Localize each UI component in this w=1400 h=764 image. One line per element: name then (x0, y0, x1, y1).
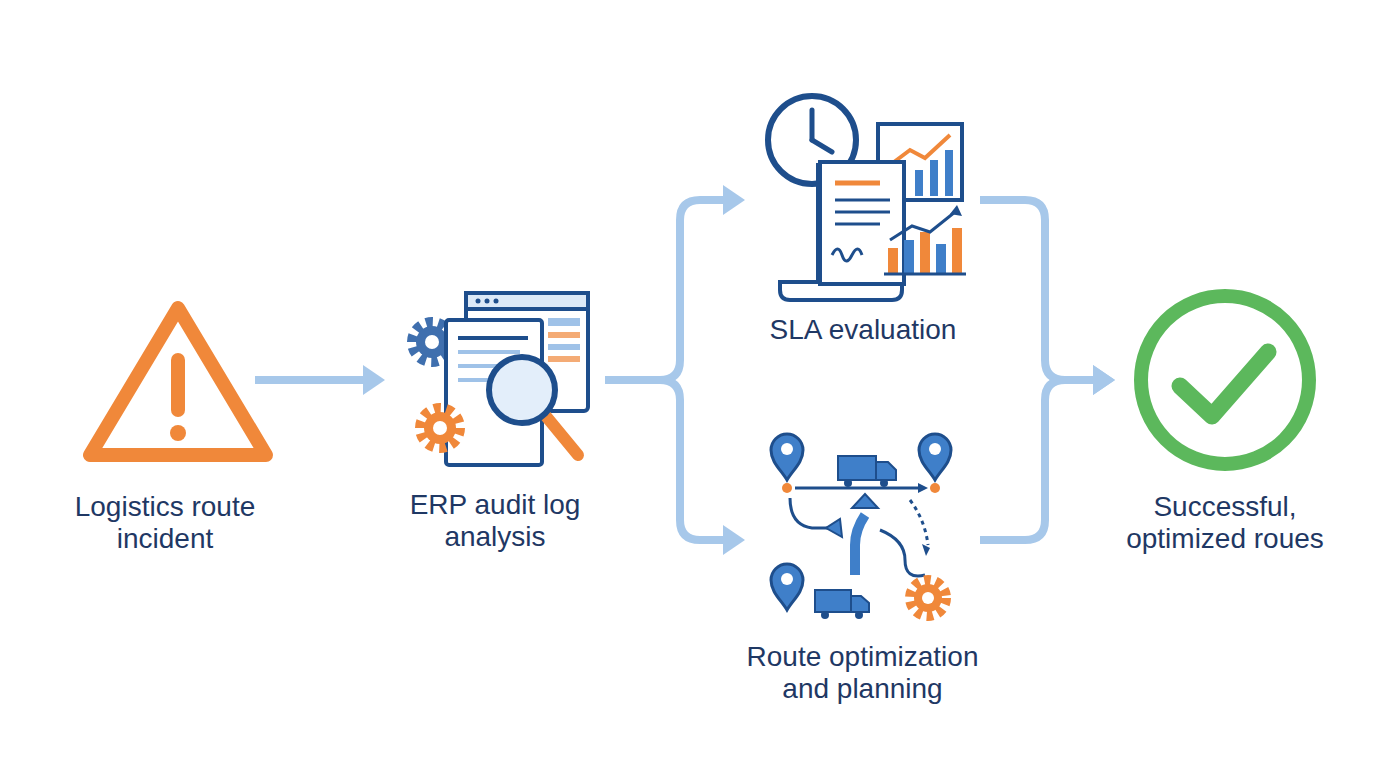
node-label: Logistics route incident (50, 491, 280, 555)
audit-log-icon (412, 293, 588, 465)
success-check-icon (1141, 296, 1309, 464)
sla-icon (768, 96, 966, 300)
process-node: ERP audit log analysis (385, 285, 605, 553)
warning-icon (90, 308, 266, 455)
process-node: Successful, optimized roues (1115, 290, 1335, 555)
process-node: SLA evaluation (745, 90, 980, 346)
flow-arrow (255, 365, 385, 395)
node-label: ERP audit log analysis (385, 489, 605, 553)
flow-arrow (980, 365, 1115, 540)
flow-arrow (605, 380, 745, 555)
flow-arrow (605, 185, 745, 380)
node-label: Successful, optimized roues (1105, 491, 1345, 555)
node-label: Route optimization and planning (720, 641, 1005, 705)
process-node: Logistics route incident (75, 290, 255, 555)
process-node: Route optimization and planning (745, 425, 980, 705)
route-icon (771, 434, 951, 619)
node-label: SLA evaluation (733, 314, 993, 346)
flow-arrow (980, 200, 1115, 395)
